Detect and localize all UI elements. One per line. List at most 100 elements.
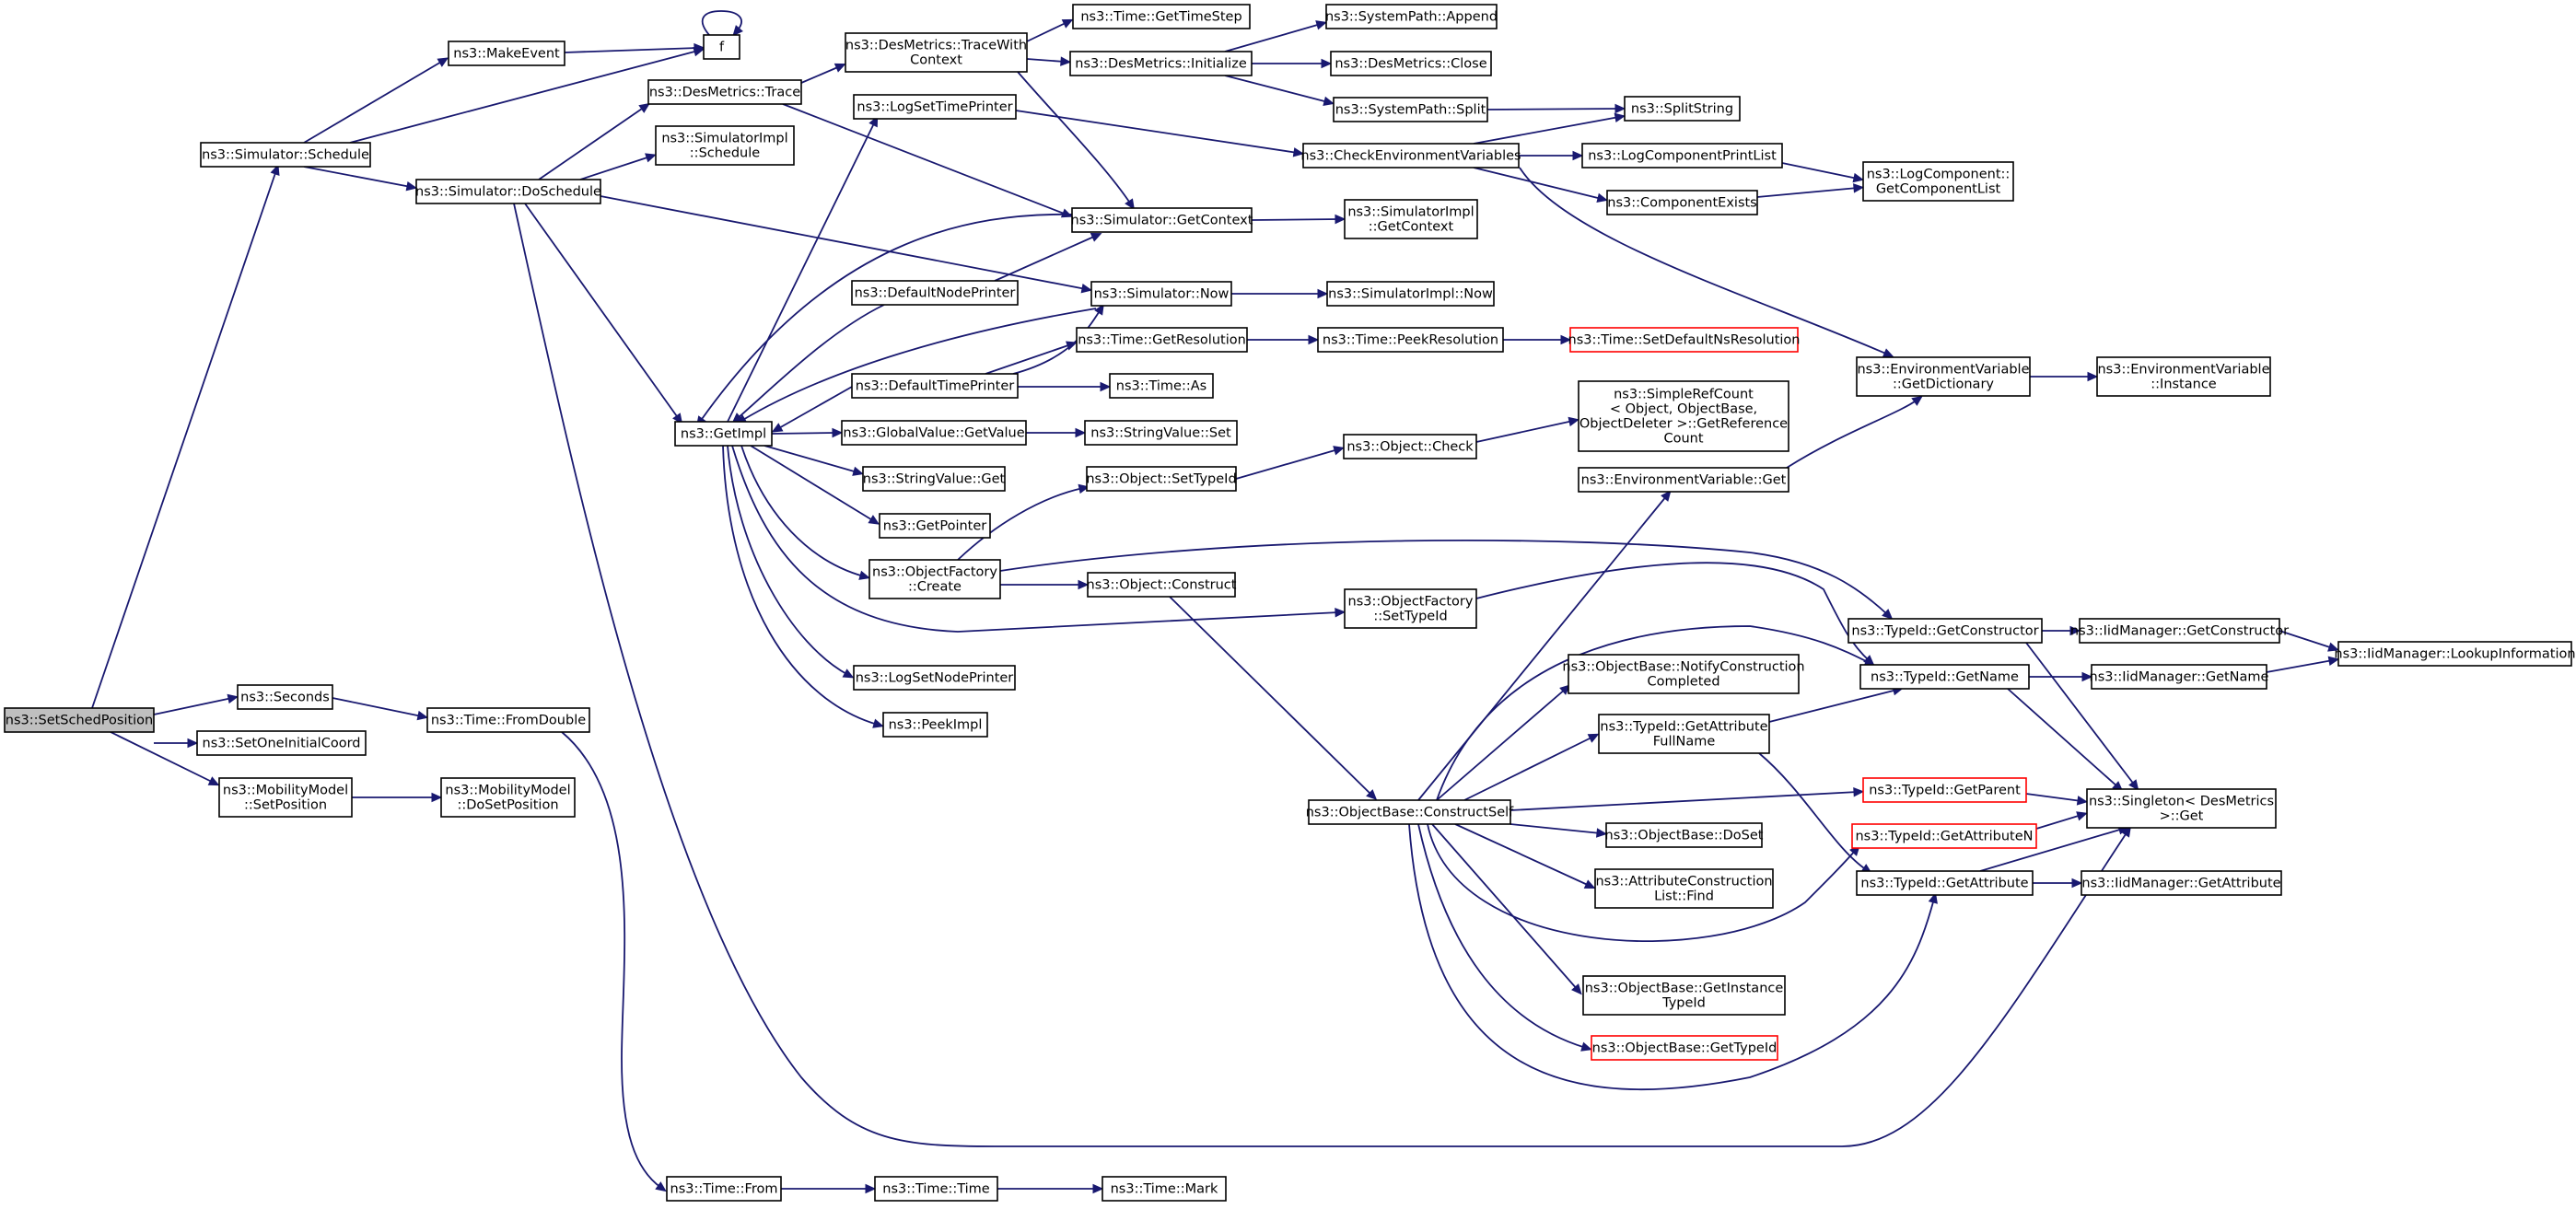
node-mmsetpos[interactable]: ns3::MobilityModel::SetPosition xyxy=(218,777,353,818)
node-svset[interactable]: ns3::StringValue::Set xyxy=(1084,420,1238,446)
node-box xyxy=(851,280,1019,306)
node-tidgetattrn[interactable]: ns3::TypeId::GetAttributeN xyxy=(1851,823,2037,849)
node-box xyxy=(440,777,576,818)
node-makeevent[interactable]: ns3::MakeEvent xyxy=(448,41,565,66)
node-logcompgetlist[interactable]: ns3::LogComponent::GetComponentList xyxy=(1862,161,2014,202)
node-envinstance[interactable]: ns3::EnvironmentVariable::Instance xyxy=(2096,356,2271,397)
edge-arrowhead xyxy=(1661,490,1672,502)
node-f[interactable]: f xyxy=(703,34,740,60)
edge-obconstructself-to-tidgetattrn xyxy=(1427,823,1857,942)
node-simgetctx[interactable]: ns3::Simulator::GetContext xyxy=(1071,207,1253,233)
edge-dminit-to-spappend xyxy=(1224,23,1322,52)
node-dmtrace[interactable]: ns3::DesMetrics::Trace xyxy=(647,79,802,105)
edge-simnow-to-getimpl xyxy=(740,308,1097,422)
edge-arrowhead xyxy=(1100,381,1112,392)
node-box xyxy=(851,373,1019,399)
node-box xyxy=(196,730,367,756)
edge-sched-to-makeevent xyxy=(303,60,444,144)
node-label: ::SetTypeId xyxy=(1373,609,1447,623)
node-getimpl[interactable]: ns3::GetImpl xyxy=(674,421,773,447)
node-sched[interactable]: ns3::Simulator::Schedule xyxy=(200,142,371,168)
node-label: ns3::Seconds xyxy=(240,690,330,704)
node-box xyxy=(426,707,590,733)
node-timeas[interactable]: ns3::Time::As xyxy=(1109,373,1214,399)
node-mmdosetpos[interactable]: ns3::MobilityModel::DoSetPosition xyxy=(440,777,576,818)
node-svget[interactable]: ns3::StringValue::Get xyxy=(862,466,1006,492)
node-iidgetname[interactable]: ns3::IidManager::GetName xyxy=(2090,664,2269,690)
edge-arrowhead xyxy=(187,738,199,749)
node-envgetdict[interactable]: ns3::EnvironmentVariable::GetDictionary xyxy=(1856,356,2031,397)
node-iidgetattr[interactable]: ns3::IidManager::GetAttribute xyxy=(2081,870,2282,896)
node-compexists[interactable]: ns3::ComponentExists xyxy=(1606,190,1758,215)
node-peekres[interactable]: ns3::Time::PeekResolution xyxy=(1317,327,1504,353)
node-box xyxy=(1581,143,1783,169)
node-ofsettypeid[interactable]: ns3::ObjectFactory::SetTypeId xyxy=(1344,588,1477,629)
node-ofcreate[interactable]: ns3::ObjectFactory::Create xyxy=(868,559,1001,599)
node-tidgetparent[interactable]: ns3::TypeId::GetParent xyxy=(1862,777,2027,803)
node-iidgetconstructor[interactable]: ns3::IidManager::GetConstructor xyxy=(2070,618,2289,644)
node-spappend[interactable]: ns3::SystemPath::Append xyxy=(1325,4,1498,29)
node-deftimeprinter[interactable]: ns3::DefaultTimePrinter xyxy=(851,373,1019,399)
node-obnotify[interactable]: ns3::ObjectBase::NotifyConstructionCompl… xyxy=(1562,654,1805,694)
edge-obconstructself-to-envget xyxy=(1417,494,1668,801)
node-splitstring[interactable]: ns3::SplitString xyxy=(1624,96,1741,122)
node-objconstruct[interactable]: ns3::Object::Construct xyxy=(1087,572,1237,598)
node-dminit[interactable]: ns3::DesMetrics::Initialize xyxy=(1069,51,1253,76)
node-label: ns3::AttributeConstruction xyxy=(1595,874,1772,889)
node-tidgetattr[interactable]: ns3::TypeId::GetAttribute xyxy=(1856,870,2034,896)
node-getres[interactable]: ns3::Time::GetResolution xyxy=(1076,327,1248,353)
node-simplerefcount[interactable]: ns3::SimpleRefCount< Object, ObjectBase,… xyxy=(1578,380,1789,452)
node-obdoset[interactable]: ns3::ObjectBase::DoSet xyxy=(1605,822,1764,848)
edge-getimpl-to-logsettime xyxy=(727,121,876,423)
node-simimplgetctx[interactable]: ns3::SimulatorImpl::GetContext xyxy=(1344,199,1478,239)
node-objsettypeid[interactable]: ns3::Object::SetTypeId xyxy=(1086,466,1237,492)
node-peekimpl[interactable]: ns3::PeekImpl xyxy=(882,712,988,738)
node-gettimestep[interactable]: ns3::Time::GetTimeStep xyxy=(1072,4,1251,29)
node-gvgetvalue[interactable]: ns3::GlobalValue::GetValue xyxy=(841,420,1027,446)
node-singletonget[interactable]: ns3::Singleton< DesMetrics>::Get xyxy=(2086,788,2277,829)
node-box xyxy=(1344,199,1478,239)
edge-arrowhead xyxy=(1315,20,1327,30)
node-seconds[interactable]: ns3::Seconds xyxy=(237,684,333,710)
node-setdefaultns[interactable]: ns3::Time::SetDefaultNsResolution xyxy=(1568,327,1801,353)
edge-obconstructself-to-tidgetattr xyxy=(1408,823,1935,1090)
node-getpointer[interactable]: ns3::GetPointer xyxy=(879,513,991,539)
node-label: ns3::Time::SetDefaultNsResolution xyxy=(1568,332,1801,347)
node-checkenv[interactable]: ns3::CheckEnvironmentVariables xyxy=(1300,143,1521,169)
node-box xyxy=(1624,96,1741,122)
node-fromdouble[interactable]: ns3::Time::FromDouble xyxy=(426,707,590,733)
node-timetime[interactable]: ns3::Time::Time xyxy=(874,1176,998,1202)
node-timemark[interactable]: ns3::Time::Mark xyxy=(1102,1176,1227,1202)
node-setoneinit[interactable]: ns3::SetOneInitialCoord xyxy=(196,730,367,756)
edge-arrowhead xyxy=(1882,348,1894,358)
edge-obconstructself-to-obgettypeid xyxy=(1417,823,1587,1049)
node-simnow[interactable]: ns3::Simulator::Now xyxy=(1090,281,1232,307)
node-obconstructself[interactable]: ns3::ObjectBase::ConstructSelf xyxy=(1306,799,1514,825)
node-logsettime[interactable]: ns3::LogSetTimePrinter xyxy=(853,94,1017,120)
node-label: ns3::LogSetNodePrinter xyxy=(856,670,1014,685)
node-timefrom[interactable]: ns3::Time::From xyxy=(666,1176,782,1202)
node-root[interactable]: ns3::SetSchedPosition xyxy=(4,707,155,733)
edge-arrowhead xyxy=(842,668,855,679)
node-box xyxy=(853,94,1017,120)
node-iidlookup[interactable]: ns3::IidManager::LookupInformation xyxy=(2334,641,2576,667)
node-defnodeprinter[interactable]: ns3::DefaultNodePrinter xyxy=(851,280,1019,306)
node-tidgetconstructor[interactable]: ns3::TypeId::GetConstructor xyxy=(1847,618,2043,644)
node-logcompprint[interactable]: ns3::LogComponentPrintList xyxy=(1581,143,1783,169)
node-spsplit[interactable]: ns3::SystemPath::Split xyxy=(1333,97,1488,122)
node-envget[interactable]: ns3::EnvironmentVariable::Get xyxy=(1578,467,1789,493)
node-dosched[interactable]: ns3::Simulator::DoSchedule xyxy=(415,179,601,204)
node-tidgetname[interactable]: ns3::TypeId::GetName xyxy=(1859,664,2030,690)
node-obgettypeid[interactable]: ns3::ObjectBase::GetTypeId xyxy=(1591,1035,1778,1061)
edge-arrowhead xyxy=(1335,607,1346,618)
node-logsetnode[interactable]: ns3::LogSetNodePrinter xyxy=(853,665,1016,691)
node-dmclose[interactable]: ns3::DesMetrics::Close xyxy=(1330,51,1492,76)
node-simimplnow[interactable]: ns3::SimulatorImpl::Now xyxy=(1326,281,1495,307)
node-objcheck[interactable]: ns3::Object::Check xyxy=(1343,434,1477,459)
node-simimplsched[interactable]: ns3::SimulatorImpl::Schedule xyxy=(655,125,795,166)
edge-getimpl-to-ofsettypeid xyxy=(731,445,1340,633)
